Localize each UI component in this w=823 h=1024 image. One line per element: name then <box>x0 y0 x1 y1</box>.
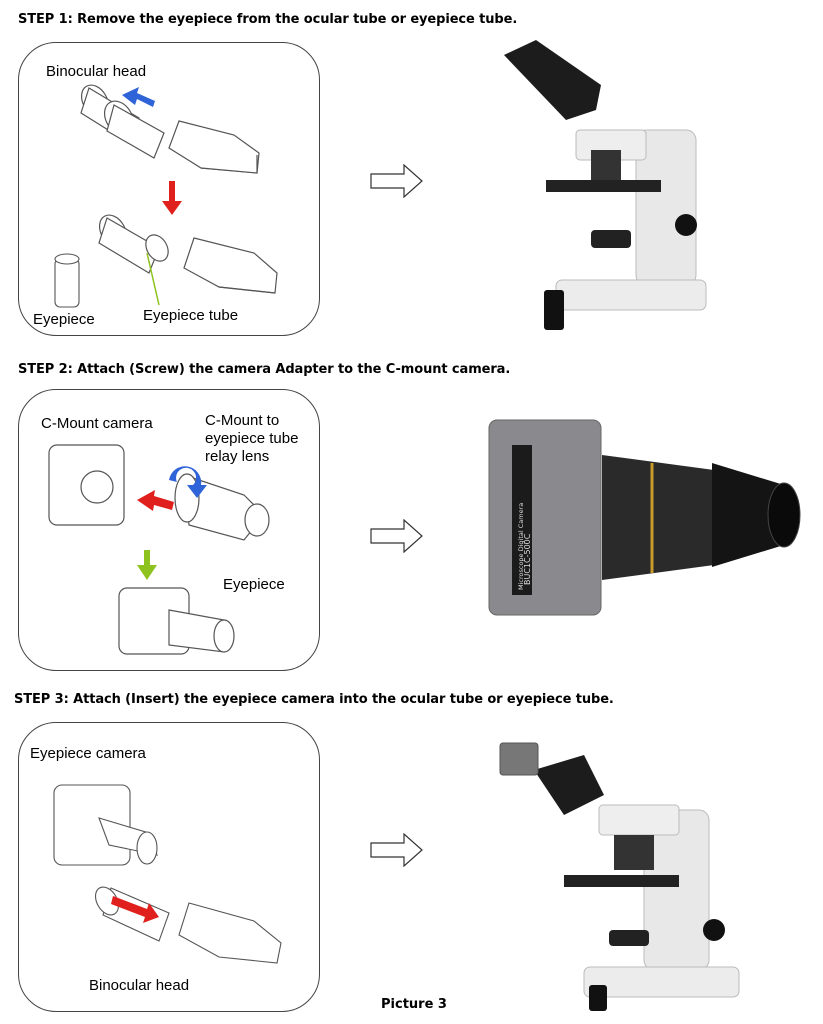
relay-lens-label-3: relay lens <box>205 448 270 465</box>
step1-title: STEP 1: Remove the eyepiece from the ocu… <box>18 12 518 27</box>
eyepiece-label-2: Eyepiece <box>223 576 285 593</box>
camera-brand-text: Microscope Digital Camera <box>517 503 525 590</box>
microscope-photo-2 <box>499 742 740 1011</box>
step1-right-arrow-icon <box>370 164 423 198</box>
step2-panel: C-Mount camera C-Mount to eyepiece tube … <box>18 389 320 671</box>
red-arrow-down-icon <box>162 181 182 215</box>
green-arrow-down-icon <box>137 550 157 580</box>
eyepiece-tube-label: Eyepiece tube <box>143 307 239 324</box>
c-mount-camera-label: C-Mount camera <box>41 415 153 432</box>
binocular-head-label-2: Binocular head <box>89 977 190 994</box>
microscope-photo-1 <box>504 40 707 330</box>
picture-caption: Picture 3 <box>381 997 447 1012</box>
relay-lens-label-2: eyepiece tube <box>205 430 299 447</box>
step3-panel: Eyepiece camera Binocular head <box>18 722 320 1012</box>
blue-arrow-icon <box>122 87 155 107</box>
step3-right-arrow-icon <box>370 833 423 867</box>
step3-title: STEP 3: Attach (Insert) the eyepiece cam… <box>14 692 614 707</box>
camera-photo: Microscope Digital Camera BUC1C-500C <box>488 419 801 616</box>
rotate-arrow-icon <box>169 466 207 498</box>
step2-illustration <box>48 444 270 655</box>
relay-lens-label-1: C-Mount to <box>205 412 280 429</box>
step3-illustration <box>53 784 282 964</box>
red-arrow-left-icon <box>137 490 174 511</box>
step1-panel: Binocular head Eyepiece Eyepi <box>18 42 320 336</box>
camera-model-text: BUC1C-500C <box>523 533 532 585</box>
step2-title: STEP 2: Attach (Screw) the camera Adapte… <box>18 362 511 377</box>
red-insert-arrow-icon <box>111 896 159 923</box>
binocular-head-label: Binocular head <box>46 63 147 80</box>
eyepiece-label: Eyepiece <box>33 311 95 328</box>
eyepiece-camera-label: Eyepiece camera <box>30 745 146 762</box>
step1-illustration <box>54 84 278 308</box>
step2-right-arrow-icon <box>370 519 423 553</box>
